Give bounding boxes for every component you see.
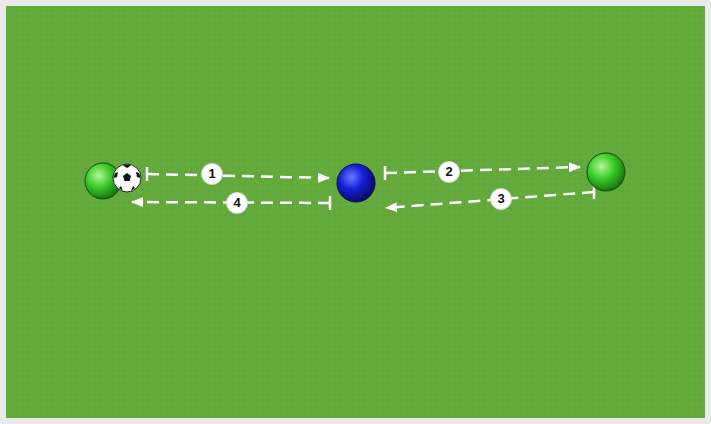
callout-number: 3 bbox=[490, 188, 512, 210]
soccer-ball bbox=[113, 164, 141, 192]
callout-number: 2 bbox=[438, 161, 460, 183]
pitch bbox=[6, 6, 705, 418]
callout-number: 1 bbox=[201, 163, 223, 185]
player bbox=[337, 164, 375, 202]
callout-number: 4 bbox=[226, 192, 248, 214]
player bbox=[587, 153, 625, 191]
